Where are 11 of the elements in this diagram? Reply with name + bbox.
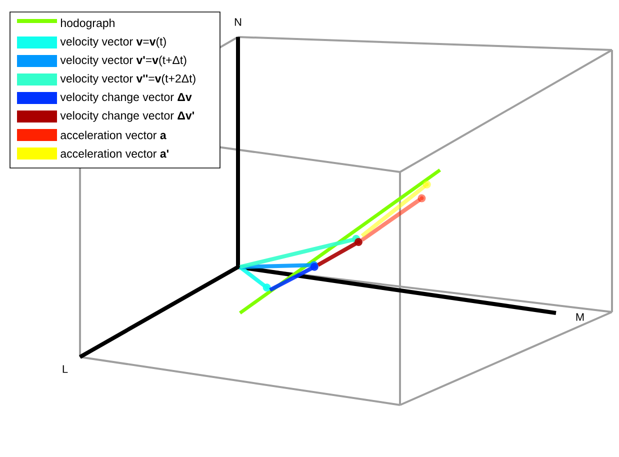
axis-label: M <box>576 313 584 321</box>
legend-label: acceleration vector a' <box>60 149 168 158</box>
legend-label: acceleration vector a <box>60 130 166 140</box>
axis-label: L <box>62 365 68 373</box>
axis-label: N <box>234 18 242 26</box>
legend-label: hodograph <box>61 18 114 30</box>
legend-label: velocity vector v''=v(t+2Δt) <box>60 74 196 85</box>
legend-label: velocity vector v=v(t) <box>60 37 166 48</box>
legend-label: velocity change vector Δv' <box>60 111 194 122</box>
legend-label: velocity change vector Δv <box>60 92 192 104</box>
legend-label: velocity vector v'=v(t+Δt) <box>60 56 186 66</box>
